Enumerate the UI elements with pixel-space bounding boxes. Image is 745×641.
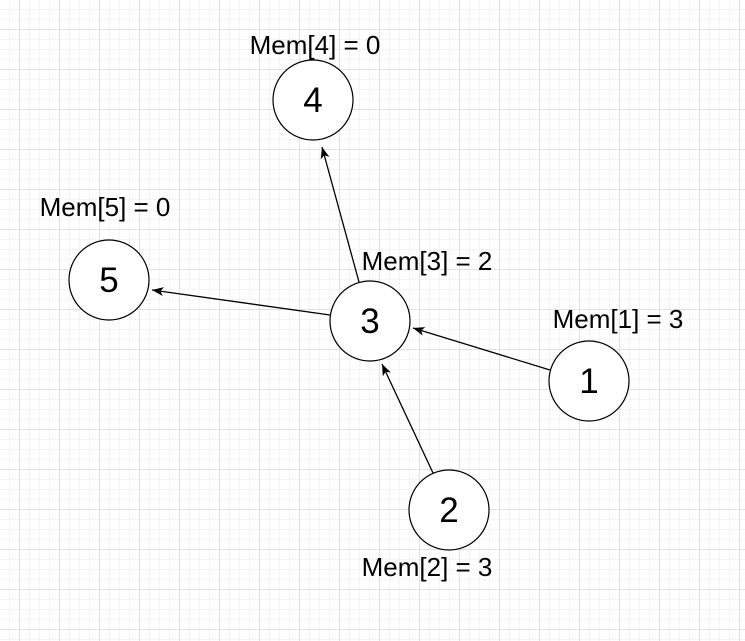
labels-layer: Mem[4] = 0 Mem[5] = 0 Mem[3] = 2 Mem[1] = 3… [40, 30, 684, 582]
node-4-number[interactable]: 4 [303, 81, 322, 120]
node-5-circle[interactable] [68, 239, 150, 321]
edges-layer [151, 146, 551, 474]
mem-label-node-5[interactable]: Mem[5] = 0 [40, 192, 171, 222]
mem-label-node-4[interactable]: Mem[4] = 0 [250, 30, 381, 60]
mem-label-node-3[interactable]: Mem[3] = 2 [362, 246, 493, 276]
node-2-circle[interactable] [408, 469, 490, 551]
node-5-number[interactable]: 5 [99, 261, 118, 300]
node-4-circle[interactable] [272, 59, 354, 141]
node-2-number[interactable]: 2 [439, 491, 458, 530]
edge-2-to-3[interactable] [381, 363, 434, 474]
edge-1-to-3[interactable] [412, 327, 551, 371]
nodes-layer: 1 2 3 4 5 [68, 59, 630, 551]
edge-3-to-5[interactable] [151, 287, 331, 316]
node-1-number[interactable]: 1 [579, 362, 598, 401]
node-3-number[interactable]: 3 [360, 302, 379, 341]
node-1-circle[interactable] [548, 340, 630, 422]
mem-label-node-1[interactable]: Mem[1] = 3 [553, 304, 684, 334]
node-3-circle[interactable] [329, 280, 411, 362]
edge-3-to-4[interactable] [320, 146, 360, 283]
mem-label-node-2[interactable]: Mem[2] = 3 [362, 552, 493, 582]
